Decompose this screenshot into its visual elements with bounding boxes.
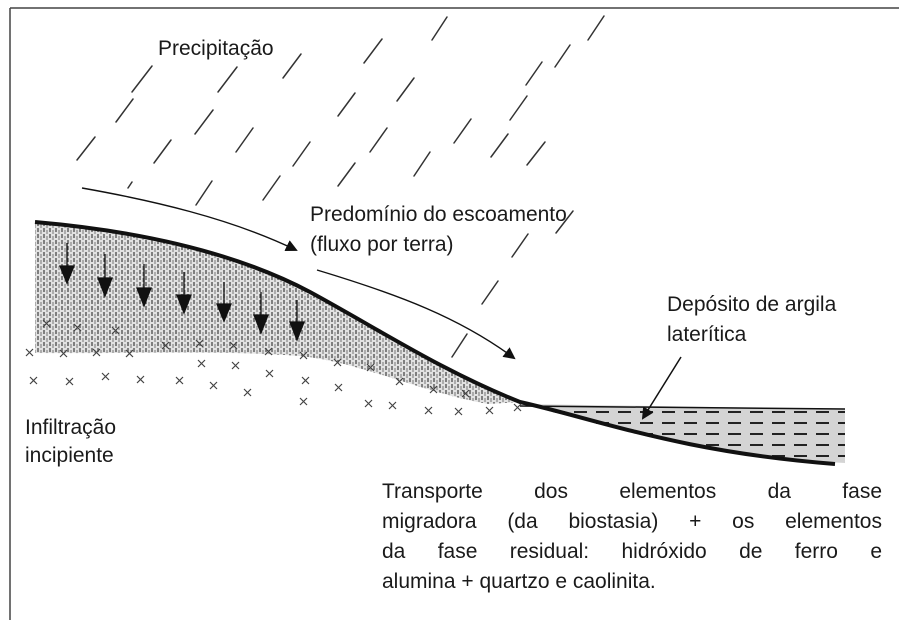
transport-line-4: alumina + quartzo e caolinita. bbox=[382, 570, 656, 593]
infiltration-label-line1: Infiltração bbox=[25, 416, 117, 439]
deposit-label: Depósito de argila laterítica bbox=[667, 290, 836, 350]
soil-body bbox=[35, 222, 520, 404]
surface-line bbox=[34, 220, 836, 466]
runoff-label-line2: (fluxo por terra) bbox=[310, 233, 454, 256]
runoff-label-line1: Predomínio do escoamento bbox=[310, 203, 567, 226]
runoff-arrow-lower bbox=[316, 269, 516, 360]
deposit-label-line1: Depósito de argila bbox=[667, 293, 837, 316]
infiltration-arrows bbox=[59, 243, 305, 342]
infiltration-arrow bbox=[176, 272, 192, 315]
infiltration-arrow bbox=[289, 300, 305, 342]
deposit-label-line2: laterítica bbox=[667, 323, 747, 346]
infiltration-arrow bbox=[216, 282, 232, 323]
precipitation-label: Precipitação bbox=[158, 37, 274, 60]
runoff-label: Predomínio do escoamento (fluxo por terr… bbox=[310, 200, 567, 260]
transport-line-3: da fase residual: hidróxido de ferro e bbox=[382, 540, 882, 563]
infiltration-arrow bbox=[253, 292, 269, 335]
infiltration-arrow bbox=[97, 254, 113, 298]
soil-x-marks bbox=[25, 319, 522, 416]
transport-line-2: migradora (da biostasia) + os elementos bbox=[382, 510, 882, 533]
rain-dashes bbox=[76, 15, 605, 358]
infiltration-label-line2: incipiente bbox=[25, 444, 114, 467]
runoff-arrow-upper bbox=[81, 187, 298, 252]
infiltration-arrow bbox=[136, 264, 152, 308]
deposit-top-edge bbox=[519, 405, 846, 410]
transport-description: Transporte dos elementos da fase migrado… bbox=[382, 477, 882, 597]
deposit-pointer-arrow bbox=[641, 356, 682, 420]
infiltration-label: Infiltração incipiente bbox=[25, 414, 116, 470]
infiltration-arrow bbox=[59, 243, 75, 285]
transport-line-1: Transporte dos elementos da fase bbox=[382, 480, 882, 503]
clay-deposit bbox=[520, 404, 845, 463]
